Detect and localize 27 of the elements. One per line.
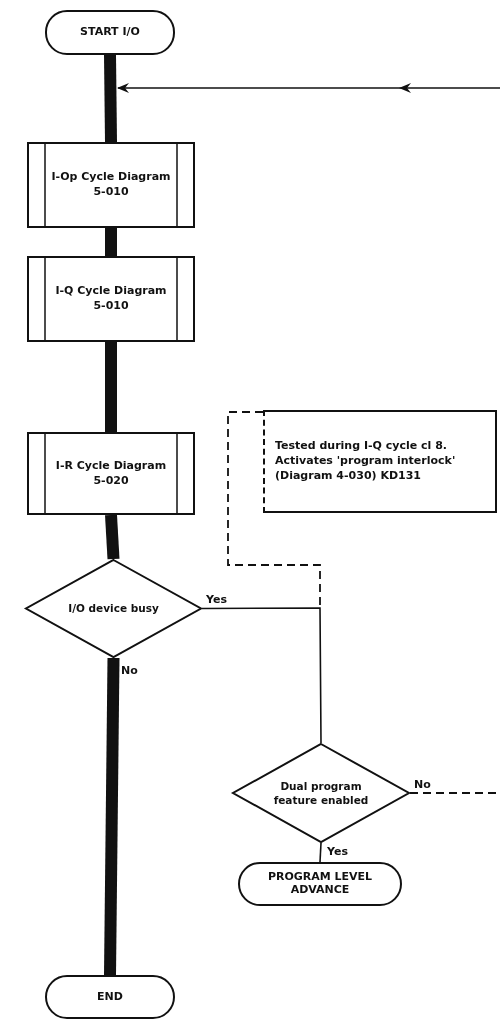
decision-diamond: [25, 559, 202, 658]
flow-line: [104, 54, 117, 143]
flow-line: [105, 342, 117, 432]
predefined-process-box: [27, 432, 195, 515]
decision-diamond: [232, 743, 410, 843]
connector-line: [319, 842, 322, 863]
node-label: I/O device busy: [67, 601, 160, 616]
end-terminal: [45, 975, 175, 1019]
node-label: I-Q Cycle Diagram 5-010: [54, 284, 168, 314]
node-label: Dual program feature enabled: [272, 778, 370, 808]
flow-line: [104, 657, 120, 976]
node-label: START I/O: [80, 26, 140, 39]
node-label: END: [97, 990, 123, 1004]
flow-line: [105, 514, 120, 560]
annotation-box: [263, 410, 497, 513]
node-label: I-R Cycle Diagram 5-020: [54, 458, 168, 489]
terminal: [238, 862, 402, 906]
predefined-process-box: [27, 256, 195, 342]
predefined-process-box: [27, 142, 195, 228]
connector-line: [201, 607, 322, 744]
start-terminal: [45, 10, 175, 55]
flow-line: [105, 228, 117, 256]
note-text: Tested during I-Q cycle cl 8. Activates 'program interlock' (Diagram 4-030) KD131: [275, 439, 457, 484]
node-label: PROGRAM LEVEL ADVANCE: [266, 871, 374, 897]
node-label: I-Op Cycle Diagram 5-010: [50, 170, 172, 200]
dashed-line: [227, 411, 321, 607]
arrow: [117, 83, 500, 93]
